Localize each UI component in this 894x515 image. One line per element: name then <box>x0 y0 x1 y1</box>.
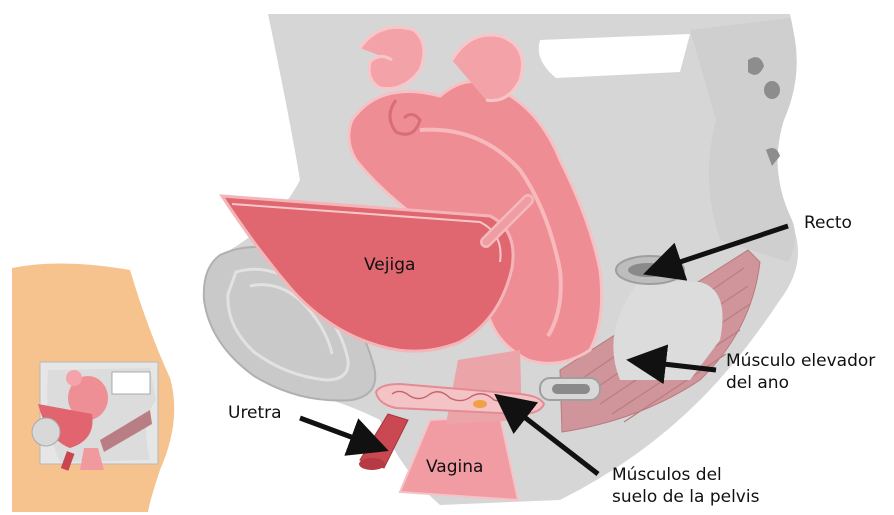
pelvic-floor-node <box>473 400 487 408</box>
anal-canal-inner <box>552 384 590 394</box>
arrow-uretra <box>300 418 370 444</box>
vertebra-hole-2 <box>764 81 780 99</box>
label-musculo-elevador-line1: Músculo elevador <box>726 350 875 372</box>
inset-ovary <box>66 370 82 386</box>
label-recto: Recto <box>804 212 852 234</box>
bone-notch <box>539 34 690 78</box>
urethra-opening <box>359 458 385 470</box>
main-diagram <box>204 14 798 505</box>
label-vagina: Vagina <box>426 456 483 478</box>
label-musculos-suelo-line2: suelo de la pelvis <box>612 486 759 508</box>
inset-pubis <box>32 418 60 446</box>
inset-window <box>112 372 150 394</box>
inset-figure <box>12 263 174 512</box>
label-vejiga: Vejiga <box>364 254 415 276</box>
label-uretra: Uretra <box>228 402 282 424</box>
label-musculos-suelo-line1: Músculos del <box>612 464 759 486</box>
rectum-lumen-inner <box>628 263 668 277</box>
label-musculos-suelo-pelvis: Músculos del suelo de la pelvis <box>612 464 759 508</box>
label-musculo-elevador-line2: del ano <box>726 372 875 394</box>
label-musculo-elevador: Músculo elevador del ano <box>726 350 875 394</box>
